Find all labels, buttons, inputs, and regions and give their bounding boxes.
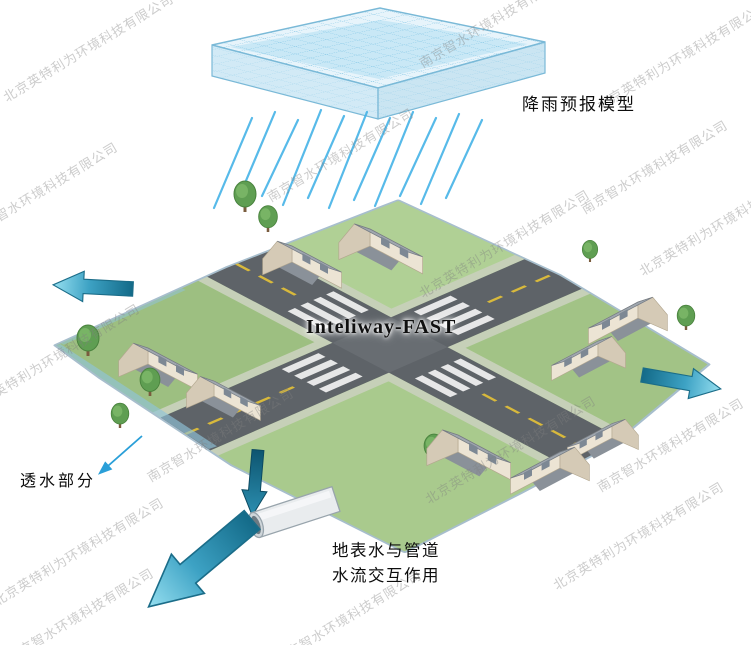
intersection [332, 317, 448, 373]
tree [233, 180, 257, 213]
tree [676, 304, 696, 331]
crosswalk [281, 291, 497, 398]
tree [110, 402, 130, 429]
rain-streaks [212, 108, 484, 210]
tree [258, 205, 278, 233]
flow-arrow-outfall [131, 499, 270, 628]
lawn-south [86, 381, 681, 554]
city-terrain [25, 191, 751, 554]
rainfall-model-basin [211, 7, 546, 120]
tree [581, 239, 599, 263]
infiltration-arrow [97, 435, 143, 475]
flow-arrow-left [51, 269, 135, 305]
wet-edge [52, 344, 217, 449]
